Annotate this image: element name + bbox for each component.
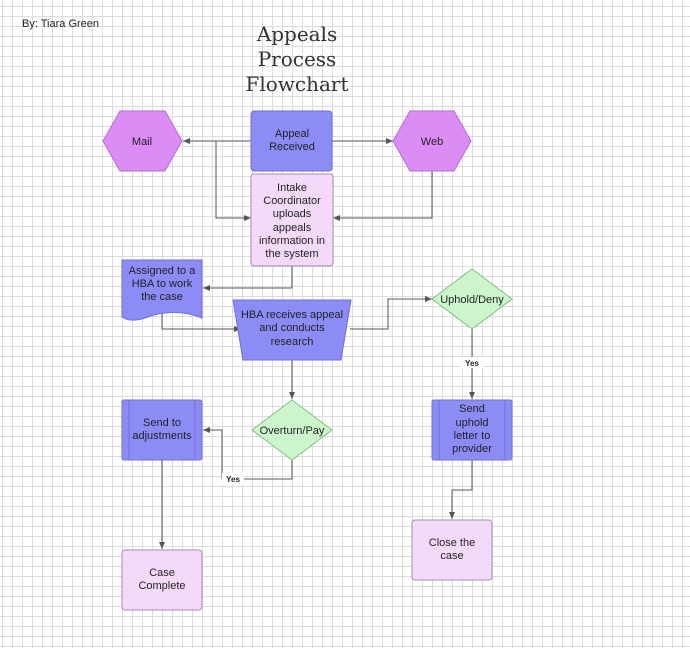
case-complete-box [121, 549, 203, 611]
author-label: By: Tiara Green [22, 18, 99, 30]
send-uphold-box [431, 399, 513, 461]
intake-line-3: uploads [273, 208, 312, 220]
edge-label-overturn-yes: Yes [226, 475, 240, 484]
title-line-3: Flowchart [245, 72, 348, 96]
overturn-pay-diamond [251, 399, 333, 461]
intake-line-2: Coordinator [263, 195, 321, 207]
close-case-line-1: Close the [429, 537, 475, 549]
send-adjustments-line-1: Send to [143, 417, 181, 429]
assigned-document [121, 259, 203, 321]
hba-research-line-3: research [271, 336, 314, 348]
overturn-pay-label: Overturn/Pay [260, 425, 325, 437]
send-adjustments-box [121, 399, 203, 461]
uphold-deny-node[interactable]: Uphold/Deny [431, 268, 513, 330]
edge-assigned-to-hba [161, 312, 241, 332]
send-adjustments-line-2: adjustments [132, 430, 192, 442]
edge-mail-to-intake [215, 141, 251, 221]
yes-label-bg-uphold [461, 357, 483, 368]
send-uphold-line-2: uphold [455, 417, 488, 429]
connectors [159, 138, 475, 549]
close-case-box [411, 519, 493, 581]
web-label: Web [421, 136, 443, 148]
case-complete-line-2: Complete [138, 580, 185, 592]
edge-intake-to-assigned [203, 266, 293, 291]
send-uphold-line-4: provider [452, 443, 492, 455]
case-complete-node[interactable]: Case Complete [121, 549, 203, 611]
mail-label: Mail [132, 136, 152, 148]
close-case-line-2: case [440, 550, 463, 562]
edge-hba-to-uphold [350, 296, 432, 330]
appeal-received-line-1: Appeal [275, 128, 309, 140]
edge-web-to-intake [333, 171, 433, 221]
appeal-received-box [250, 110, 333, 172]
case-complete-line-1: Case [149, 567, 175, 579]
yes-label-bg-overturn [222, 473, 244, 484]
hba-research-line-2: and conducts [259, 322, 325, 334]
title-line-1: Appeals [256, 22, 337, 46]
close-case-node[interactable]: Close the case [411, 519, 493, 581]
edge-label-uphold-yes: Yes [465, 359, 479, 368]
intake-line-5: information in [259, 235, 325, 247]
send-uphold-line-3: letter to [454, 430, 491, 442]
intake-line-4: appeals [273, 222, 312, 234]
hba-research-node[interactable]: HBA receives appeal and conducts researc… [232, 299, 352, 361]
assigned-node[interactable]: Assigned to a HBA to work the case [121, 259, 203, 321]
hba-research-trapezoid [232, 299, 352, 361]
web-hexagon [392, 110, 472, 172]
appeal-received-line-2: Received [269, 141, 315, 153]
uphold-deny-diamond [431, 268, 513, 330]
overturn-pay-node[interactable]: Overturn/Pay [251, 399, 333, 461]
uphold-deny-label: Uphold/Deny [440, 294, 504, 306]
intake-line-6: the system [265, 248, 318, 260]
edge-letter-to-close [449, 460, 473, 519]
assigned-line-3: the case [141, 291, 183, 303]
mail-hexagon [102, 110, 183, 172]
assigned-line-1: Assigned to a [129, 265, 197, 277]
hba-research-line-1: HBA receives appeal [241, 309, 343, 321]
intake-line-1: Intake [277, 182, 307, 194]
intake-box [250, 173, 334, 267]
mail-node[interactable]: Mail [102, 110, 183, 172]
intake-node[interactable]: Intake Coordinator uploads appeals infor… [250, 173, 334, 267]
send-uphold-line-1: Send [459, 403, 485, 415]
title-line-2: Process [258, 47, 337, 71]
send-adjustments-node[interactable]: Send to adjustments [121, 399, 203, 461]
send-uphold-node[interactable]: Send uphold letter to provider [431, 399, 513, 461]
appeal-received-node[interactable]: Appeal Received [250, 110, 333, 172]
web-node[interactable]: Web [392, 110, 472, 172]
assigned-line-2: HBA to work [132, 278, 193, 290]
